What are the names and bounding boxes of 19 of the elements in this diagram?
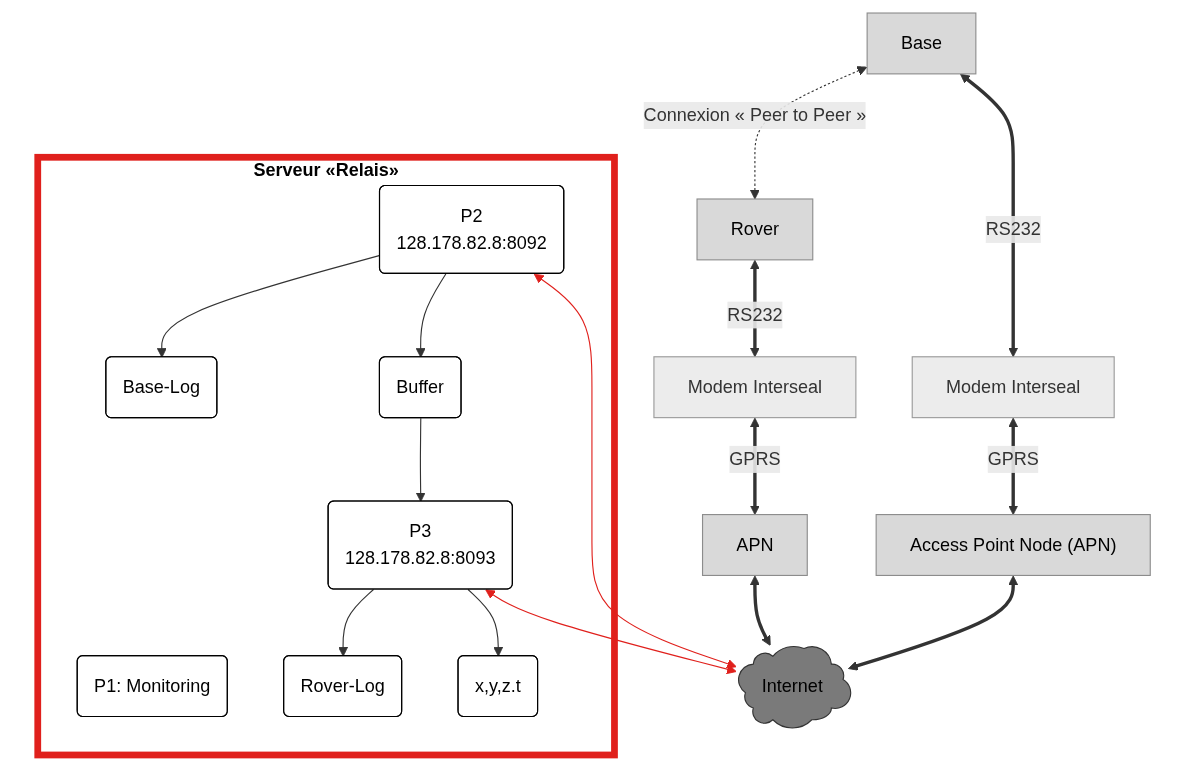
arrow xyxy=(533,273,737,669)
arrow xyxy=(485,588,737,674)
edge-label: Connexion « Peer to Peer » xyxy=(643,104,867,125)
node-box: Modem Interseal xyxy=(911,355,1115,418)
arrow xyxy=(467,588,504,657)
node-box: Access Point Node (APN) xyxy=(875,513,1151,576)
edge-label: RS232 xyxy=(985,218,1041,238)
arrow xyxy=(415,272,447,358)
arrow xyxy=(338,588,375,657)
edge-label: RS232 xyxy=(727,304,783,324)
node-box: Base xyxy=(866,11,977,74)
arrow xyxy=(749,574,771,646)
edge-label: GPRS xyxy=(987,448,1039,468)
node-box: Modem Interseal xyxy=(653,355,857,418)
edge-label: GPRS xyxy=(729,448,781,468)
arrow xyxy=(415,417,426,502)
arrow xyxy=(960,73,1019,357)
node-box: Rover xyxy=(696,197,814,260)
node-box: APN xyxy=(701,513,808,576)
